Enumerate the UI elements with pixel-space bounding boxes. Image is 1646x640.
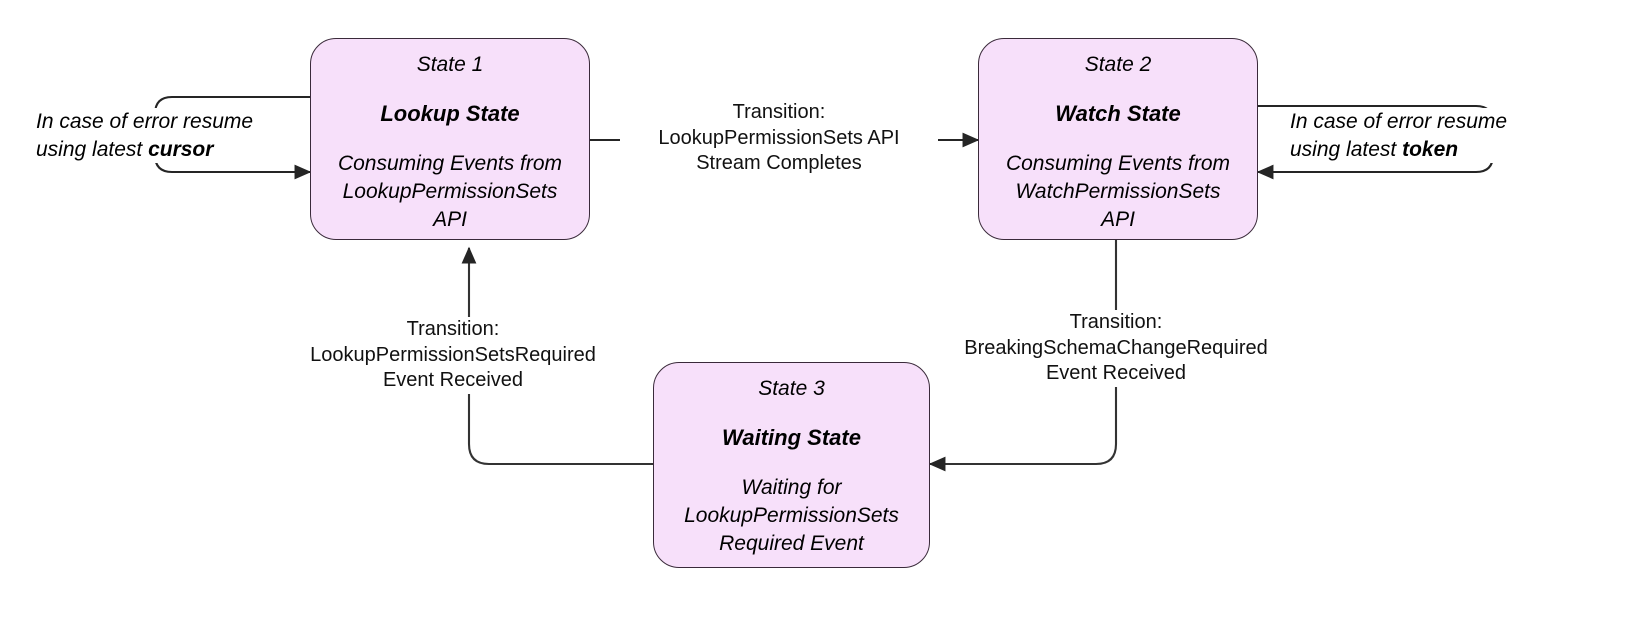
- self-loop-keyword: token: [1402, 137, 1459, 161]
- self-loop-text-prefix: In case of error resume using latest: [1290, 110, 1508, 161]
- state-description: Waiting for LookupPermissionSets Require…: [684, 476, 899, 556]
- state-index-label: State 2: [1084, 53, 1152, 76]
- state-title: Waiting State: [722, 425, 861, 451]
- self-loop-text-prefix: In case of error resume using latest: [36, 110, 254, 161]
- state-title: Watch State: [1055, 101, 1181, 127]
- state-node-waiting-state[interactable]: State 3 Waiting State Waiting for Lookup…: [653, 362, 930, 568]
- state-description: Consuming Events from LookupPermissionSe…: [337, 152, 563, 232]
- transition-label-state3-to-state1: Transition: LookupPermissionSetsRequired…: [278, 317, 628, 394]
- transition-label-state1-to-state2: Transition: LookupPermissionSets API Str…: [620, 100, 938, 177]
- self-loop-keyword: cursor: [148, 137, 214, 161]
- state-index-label: State 1: [416, 53, 484, 76]
- state-node-watch-state[interactable]: State 2 Watch State Consuming Events fro…: [978, 38, 1258, 240]
- self-loop-label-state2: In case of error resume using latest tok…: [1290, 108, 1542, 164]
- state-node-lookup-state[interactable]: State 1 Lookup State Consuming Events fr…: [310, 38, 590, 240]
- state-title: Lookup State: [380, 101, 520, 127]
- state-description: Consuming Events from WatchPermissionSet…: [1005, 152, 1231, 232]
- self-loop-label-state1: In case of error resume using latest cur…: [36, 108, 286, 164]
- state-index-label: State 3: [758, 377, 825, 400]
- transition-label-state2-to-state3: Transition: BreakingSchemaChangeRequired…: [938, 310, 1294, 387]
